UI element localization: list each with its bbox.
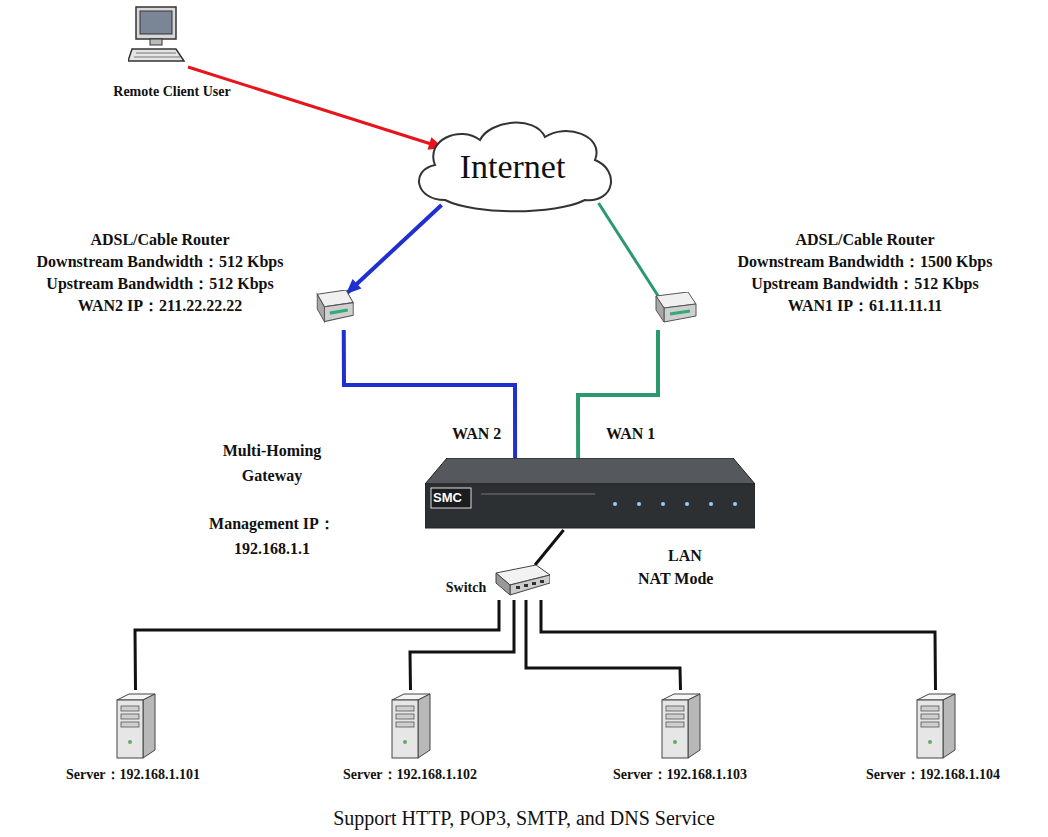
node-label: Downstream Bandwidth：1500 Kbps	[695, 251, 1035, 273]
connector	[541, 600, 936, 690]
node-label: Upstream Bandwidth：512 Kbps	[10, 273, 310, 295]
node-label: Remote Client User	[92, 83, 252, 101]
server-icon-shape	[913, 690, 958, 760]
node-label: Server：192.168.1.102	[310, 766, 510, 784]
switch-icon-shape	[490, 565, 550, 600]
gateway-device-shape	[425, 458, 755, 530]
router-icon: ADSL/Cable RouterDownstream Bandwidth：15…	[648, 292, 698, 330]
node-label: ADSL/Cable Router	[10, 229, 310, 251]
server-icon-graphic	[917, 694, 955, 758]
node-label: Upstream Bandwidth：512 Kbps	[695, 273, 1035, 295]
router-icon-shape	[310, 290, 355, 330]
brand-logo: SMC	[433, 490, 462, 505]
node-label: Server：192.168.1.104	[833, 766, 1033, 784]
server-icon-shape	[658, 690, 703, 760]
server-icon: Server：192.168.1.103	[658, 690, 703, 760]
gateway-device: Multi-Homing GatewayManagement IP： 192.1…	[425, 458, 755, 530]
diagram-caption: Support HTTP, POP3, SMTP, and DNS Servic…	[0, 806, 1048, 830]
server-icon-shape	[388, 690, 433, 760]
node-label: Internet	[405, 147, 620, 187]
router-icon-shape	[648, 292, 698, 330]
gateway-device-graphic	[425, 458, 755, 528]
server-icon-graphic	[117, 694, 155, 758]
switch-icon-graphic	[496, 565, 550, 595]
switch-icon: Switch	[490, 565, 550, 600]
server-icon-graphic	[662, 694, 700, 758]
node-label: Management IP： 192.168.1.1	[202, 511, 342, 561]
node-label: WAN2 IP：211.22.22.22	[10, 295, 310, 317]
connector	[410, 600, 514, 690]
router-icon: ADSL/Cable RouterDownstream Bandwidth：51…	[310, 290, 355, 330]
connector	[188, 67, 444, 148]
router-icon-graphic	[317, 290, 353, 322]
client-computer-graphic	[128, 7, 184, 61]
node-label: ADSL/Cable Router	[695, 229, 1035, 251]
port-label: WAN 2	[452, 424, 501, 444]
client-computer: Remote Client User	[128, 5, 188, 67]
connector	[135, 600, 499, 690]
internet-cloud: Internet	[405, 115, 620, 215]
node-label: Server：192.168.1.103	[580, 766, 780, 784]
server-icon: Server：192.168.1.104	[913, 690, 958, 760]
port-label: WAN 1	[606, 424, 655, 444]
connector	[535, 530, 564, 565]
network-mode-label: LAN	[668, 545, 702, 567]
node-label: WAN1 IP：61.11.11.11	[695, 295, 1035, 317]
server-icon: Server：192.168.1.101	[113, 690, 158, 760]
node-label: Server：192.168.1.101	[33, 766, 233, 784]
connector	[578, 330, 658, 458]
arrow-head	[346, 279, 361, 294]
connector	[346, 205, 442, 294]
connector	[599, 203, 659, 296]
client-computer-shape	[128, 5, 188, 67]
router-icon-graphic	[656, 292, 696, 322]
node-label: Downstream Bandwidth：512 Kbps	[10, 251, 310, 273]
node-label: Switch	[444, 579, 488, 597]
network-mode-label: NAT Mode	[638, 568, 713, 590]
server-icon-shape	[113, 690, 158, 760]
server-icon-graphic	[392, 694, 430, 758]
server-icon: Server：192.168.1.102	[388, 690, 433, 760]
node-label: Multi-Homing Gateway	[202, 438, 342, 488]
connector	[526, 600, 681, 690]
connector	[344, 330, 515, 458]
